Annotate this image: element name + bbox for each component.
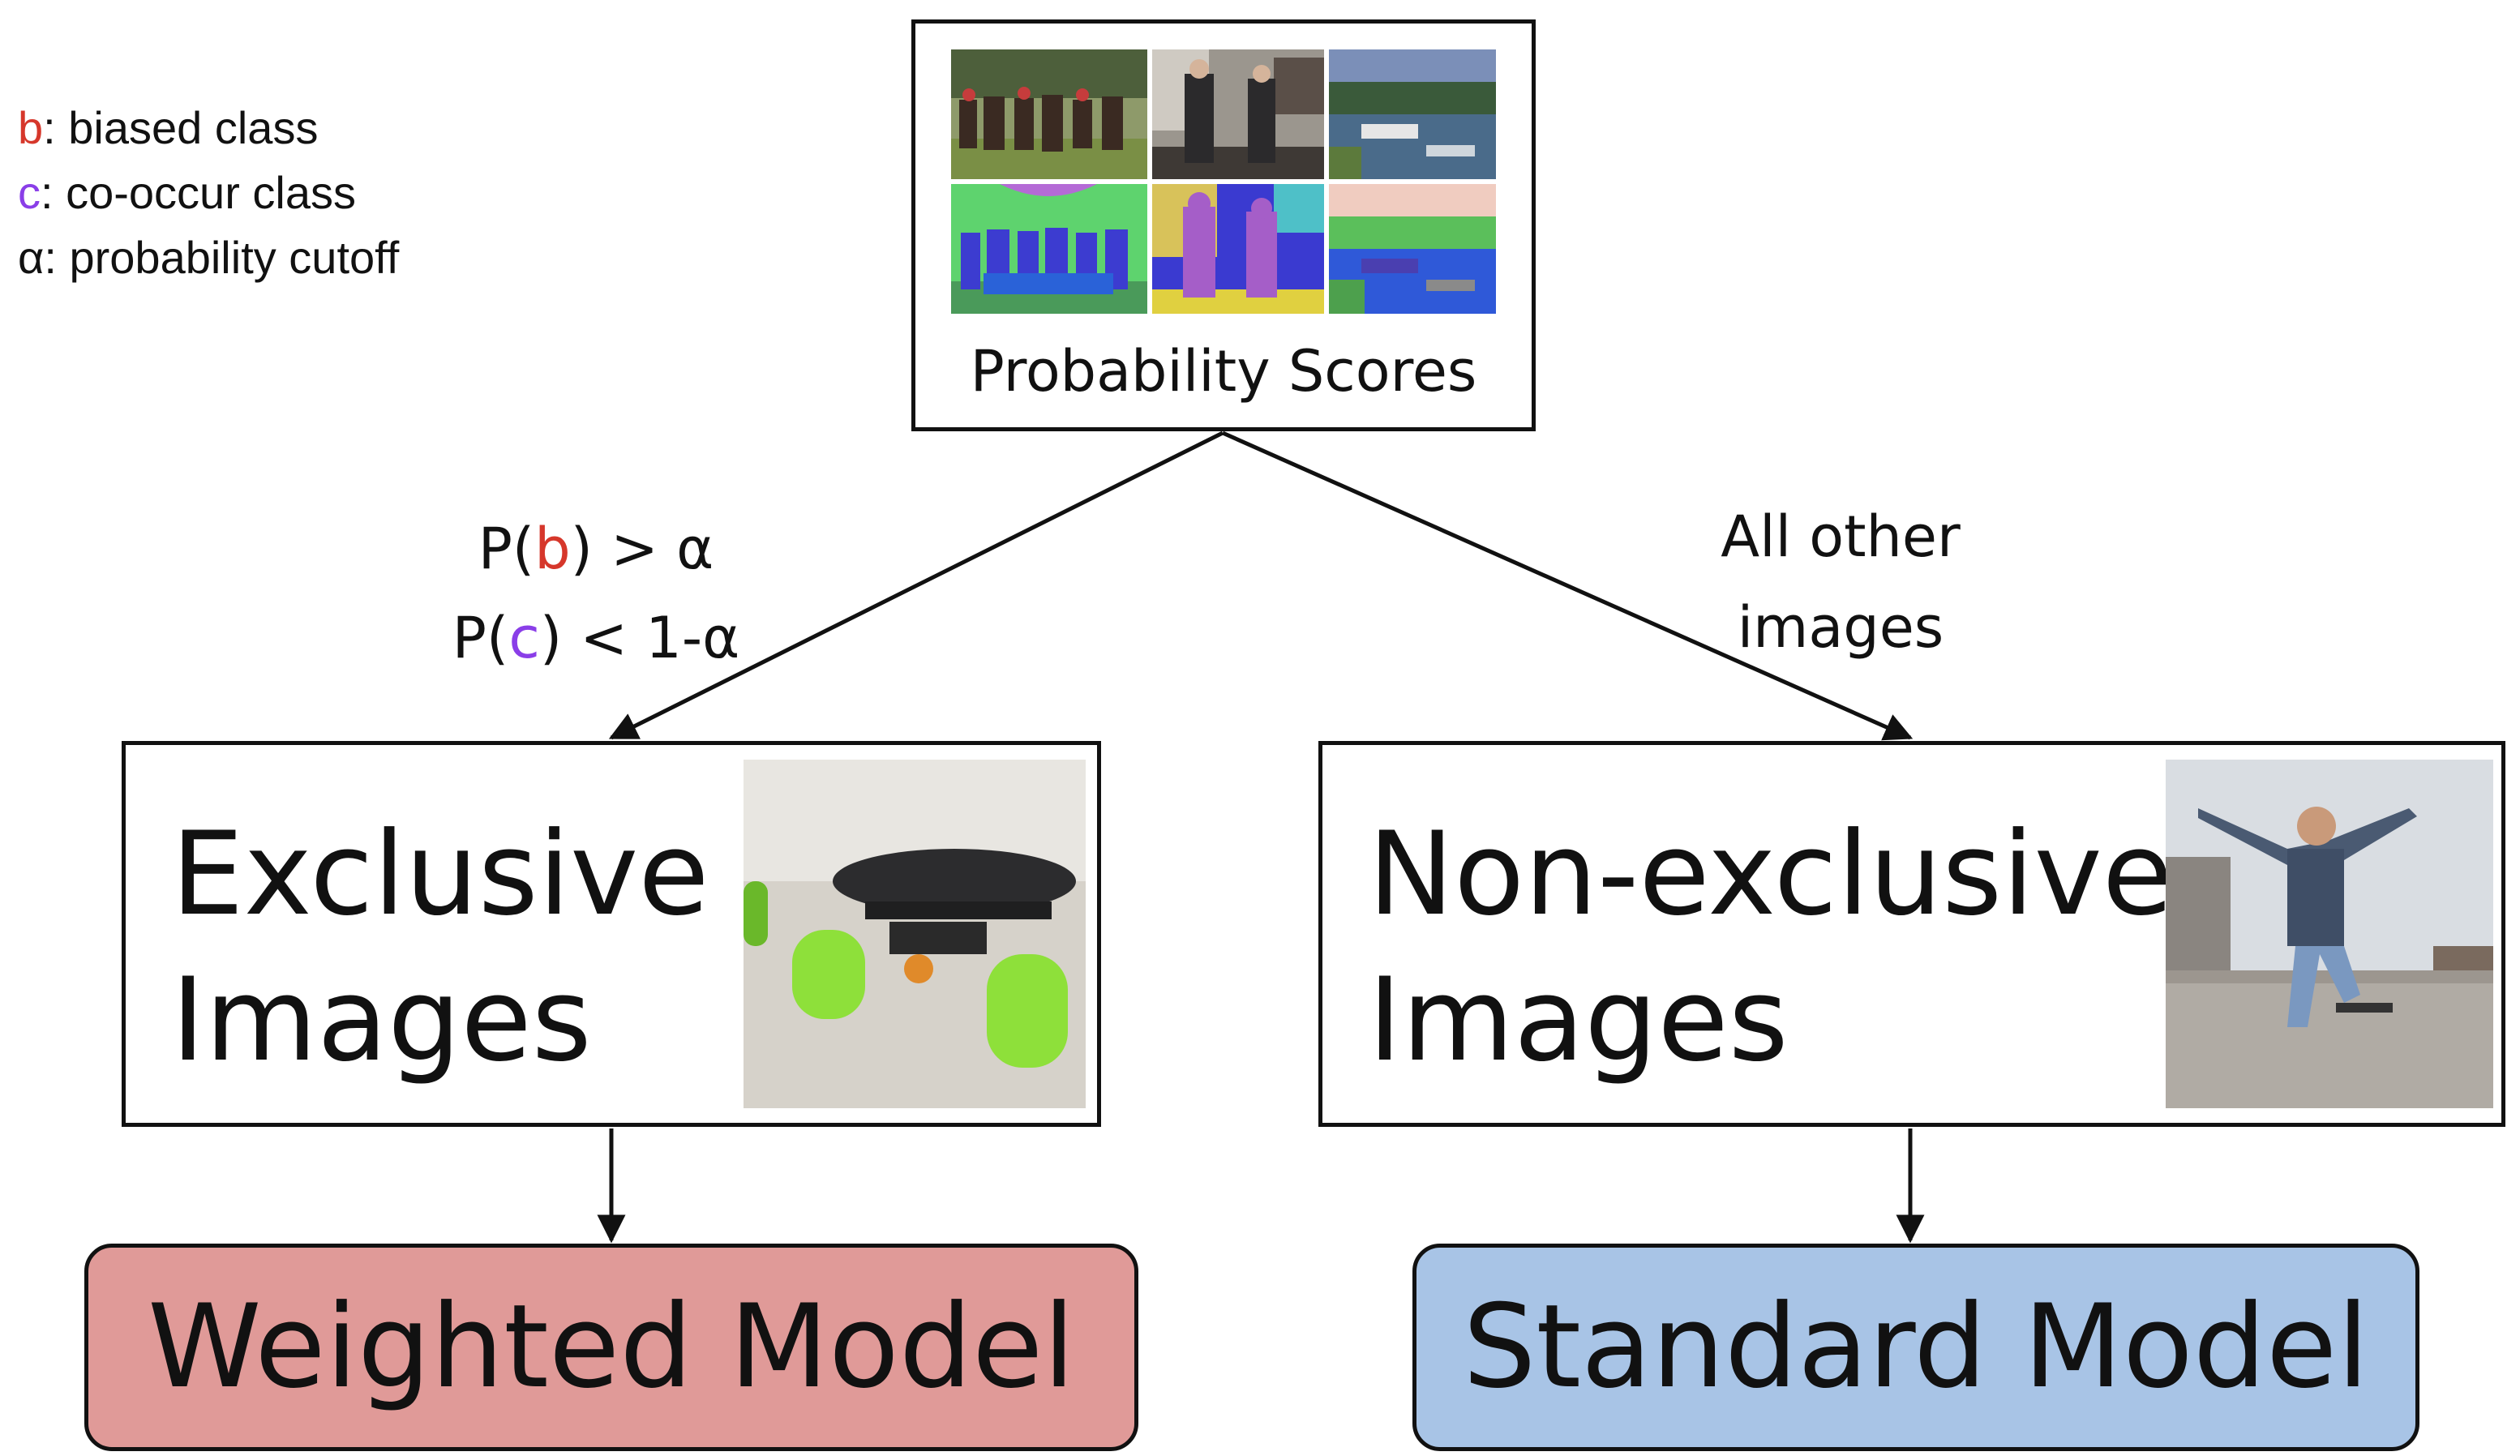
condition-prefix: P(	[452, 605, 509, 671]
sample-image-grid	[951, 49, 1496, 314]
weighted-model-box: Weighted Model	[84, 1244, 1138, 1451]
nonexclusive-images-box: Non-exclusive Images	[1318, 741, 2505, 1127]
condition-line-1: All other	[1721, 503, 1961, 570]
title-line-1: Exclusive	[171, 807, 709, 941]
legend: b: biased class c: co-occur class α: pro…	[18, 96, 399, 290]
probability-scores-label: Probability Scores	[970, 338, 1477, 405]
probability-scores-box: Probability Scores	[911, 19, 1536, 431]
condition-symbol-c: c	[508, 605, 540, 671]
condition-line-co-occur: P(c) < 1-α	[422, 593, 770, 683]
nonexclusive-images-title: Non-exclusive Images	[1368, 802, 2173, 1094]
title-line-2: Images	[1368, 953, 1789, 1087]
exclusive-images-box: Exclusive Images	[122, 741, 1101, 1127]
photo-skateboarder	[2166, 760, 2493, 1108]
weighted-model-label: Weighted Model	[148, 1280, 1075, 1414]
legend-text-c: : co-occur class	[41, 167, 356, 218]
condition-line-2: images	[1737, 594, 1944, 661]
segmentation-map-horses	[951, 184, 1147, 314]
exclusive-images-title: Exclusive Images	[171, 802, 709, 1094]
photo-lake-boats	[1329, 49, 1496, 179]
segmentation-map-people	[1152, 184, 1324, 314]
photo-horses	[951, 49, 1147, 179]
legend-row-co-occur: c: co-occur class	[18, 161, 399, 225]
legend-symbol-c: c	[18, 167, 41, 218]
title-line-2: Images	[171, 953, 592, 1087]
legend-row-biased: b: biased class	[18, 96, 399, 161]
legend-text-b: : biased class	[43, 102, 319, 153]
legend-text-alpha: : probability cutoff	[44, 232, 400, 283]
condition-suffix: ) > α	[570, 516, 714, 582]
exclusive-condition: P(b) > α P(c) < 1-α	[422, 504, 770, 683]
photo-people-indoor	[1152, 49, 1324, 179]
legend-symbol-alpha: α	[18, 232, 45, 283]
photo-skateboard	[744, 760, 1086, 1108]
title-line-1: Non-exclusive	[1368, 807, 2174, 941]
nonexclusive-condition: All other images	[1646, 491, 2035, 673]
condition-suffix: ) < 1-α	[539, 605, 740, 671]
legend-row-alpha: α: probability cutoff	[18, 225, 399, 290]
condition-line-biased: P(b) > α	[422, 504, 770, 593]
condition-symbol-b: b	[534, 516, 571, 582]
legend-symbol-b: b	[18, 102, 44, 153]
standard-model-label: Standard Model	[1463, 1280, 2369, 1414]
standard-model-box: Standard Model	[1412, 1244, 2419, 1451]
condition-prefix: P(	[478, 516, 535, 582]
segmentation-map-lake	[1329, 184, 1496, 314]
arrow-to-exclusive	[608, 430, 1224, 740]
arrow-to-nonexclusive	[1221, 430, 1914, 741]
